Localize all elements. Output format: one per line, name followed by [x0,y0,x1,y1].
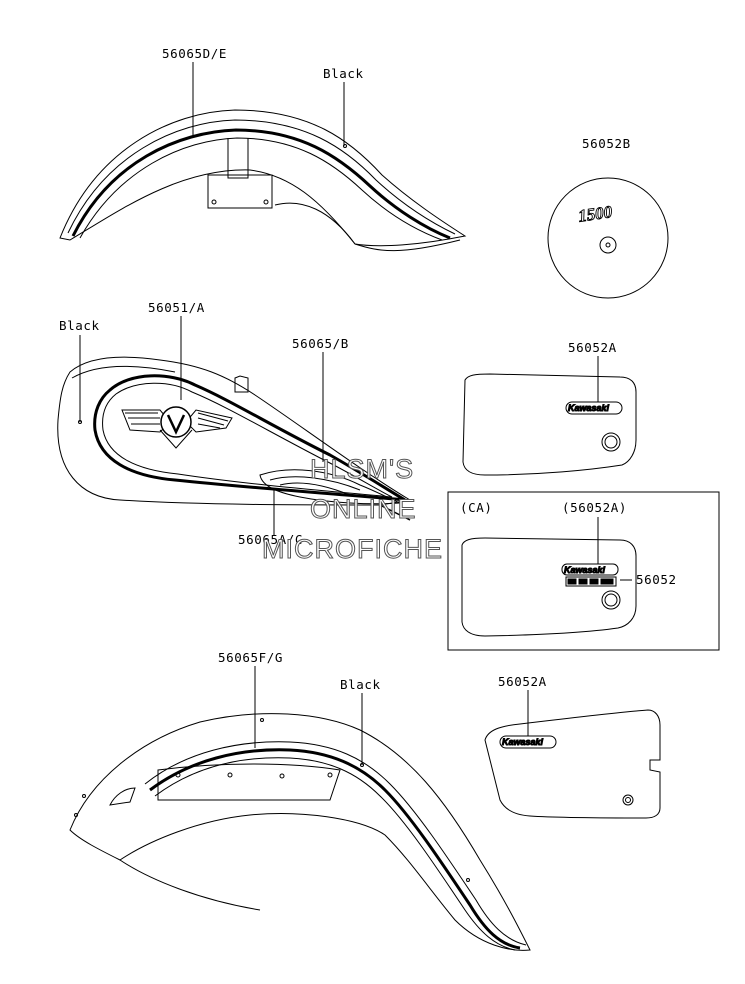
side-cover-bottom: Kawasaki [484,709,661,819]
label-56052: 56052 [636,572,677,587]
watermark-line3: MICROFICHE [262,534,443,564]
winged-v-emblem [121,406,233,449]
label-56065de: 56065D/E [162,46,227,61]
side-cover-top: Kawasaki [462,373,637,476]
label-56052a-top: 56052A [568,340,617,355]
label-black-tank: Black [59,318,100,333]
ca-box [447,491,720,651]
label-56052a-ca: (56052A) [562,500,627,515]
label-ca: (CA) [460,500,493,515]
watermark-line2: ONLINE [310,494,417,524]
kawasaki-logo-2: Kawasaki [564,565,606,575]
kawasaki-logo-1: Kawasaki [568,403,610,413]
watermark-line1: HLSM'S [310,454,414,484]
kawasaki-logo-4: Kawasaki [502,737,544,747]
leader-lines [79,62,632,765]
label-56065ac: 56065A/C [238,532,303,547]
front-fender [69,713,531,951]
rear-fender [59,109,467,252]
part-labels: 56065D/E Black 56052B 56051/A Black 5606… [59,46,677,692]
label-56052b: 56052B [582,136,631,151]
label-56065fg: 56065F/G [218,650,283,665]
label-black-front-fender: Black [340,677,381,692]
watermark: HLSM'S ONLINE MICROFICHE [262,454,443,565]
label-black-rear-fender: Black [323,66,364,81]
label-56065b: 56065/B [292,336,349,351]
fuel-tank [57,356,412,521]
label-56051a: 56051/A [148,300,205,315]
side-cover-ca: Kawasaki [461,537,637,637]
label-56052a-bottom: 56052A [498,674,547,689]
badge-1500: 1500 [547,177,669,299]
